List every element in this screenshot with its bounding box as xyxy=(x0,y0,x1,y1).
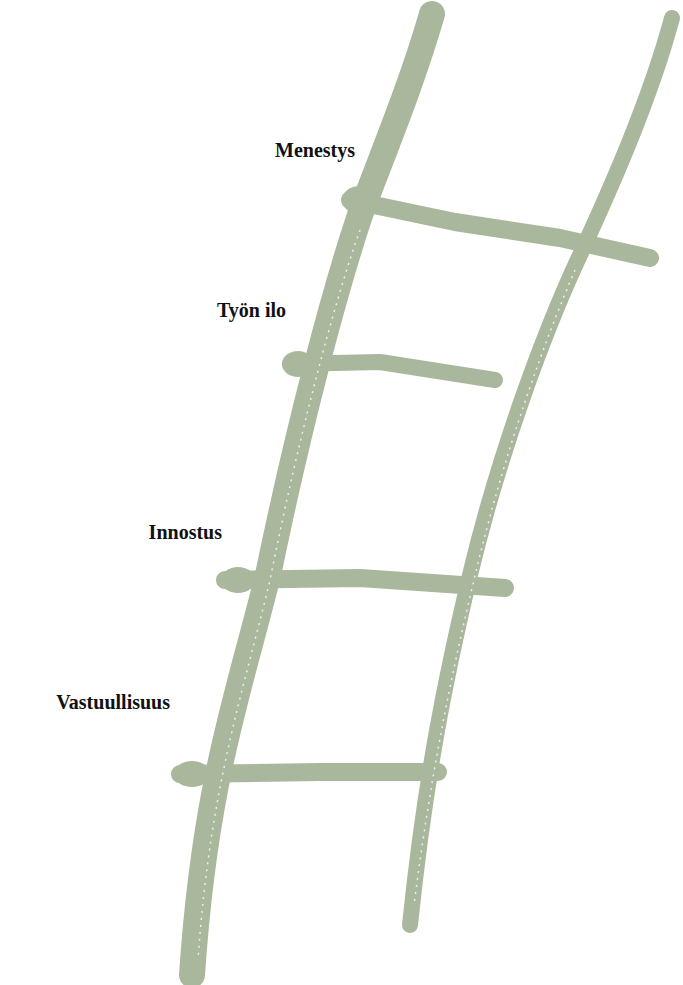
rung-joint xyxy=(174,761,210,787)
ladder-rung xyxy=(180,772,438,774)
rung-label: Menestys xyxy=(273,138,357,162)
rung-joint xyxy=(221,567,255,593)
rung-label: Vastuullisuus xyxy=(54,690,172,714)
ladder-rung xyxy=(350,200,650,258)
ladder-rung xyxy=(290,362,495,380)
left-rail xyxy=(192,14,432,975)
right-rail xyxy=(410,18,672,925)
rung-label: Työn ilo xyxy=(215,298,288,322)
rung-joint xyxy=(342,186,378,214)
rung-label: Innostus xyxy=(147,520,224,544)
rung-joint xyxy=(282,351,314,377)
ladder-rung xyxy=(225,578,505,588)
